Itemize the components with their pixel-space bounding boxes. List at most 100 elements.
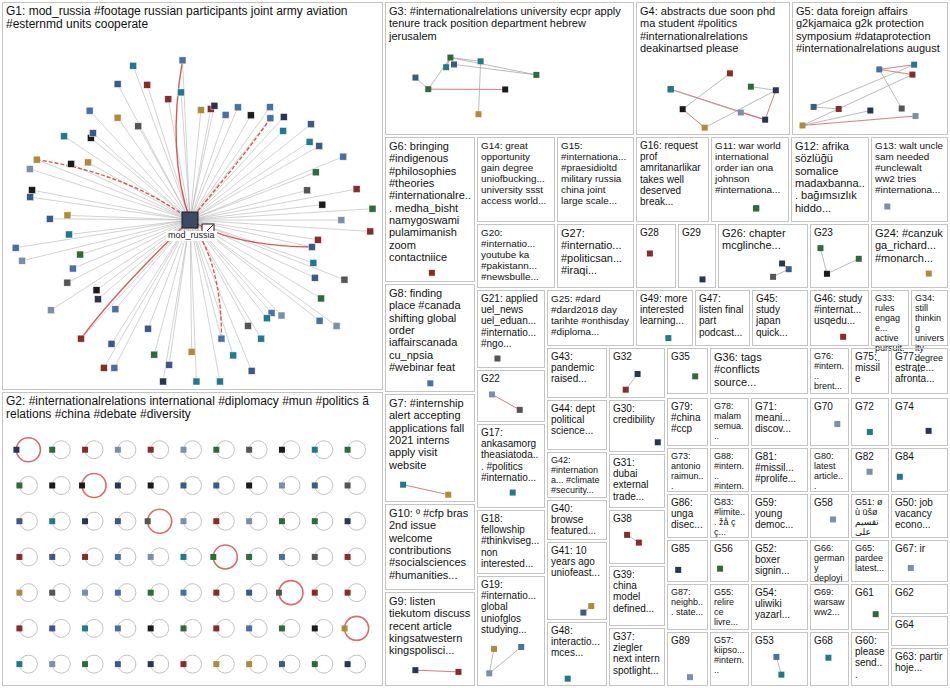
graph-vertex bbox=[47, 307, 54, 314]
group-title: G47: listen final part podcast... bbox=[696, 291, 749, 340]
graph-vertex bbox=[412, 667, 418, 673]
graph-vertex bbox=[353, 186, 360, 193]
graph-vertex bbox=[312, 518, 318, 524]
group-box: G66: germany deployi... bbox=[810, 540, 849, 582]
graph-edge bbox=[168, 99, 190, 220]
graph-vertex bbox=[318, 295, 325, 302]
group-title: G32 bbox=[610, 349, 664, 364]
graph-vertex bbox=[267, 115, 274, 122]
graph-vertex bbox=[668, 86, 674, 92]
graph-edge bbox=[181, 92, 190, 220]
graph-vertex bbox=[635, 371, 641, 377]
group-title: G22 bbox=[478, 371, 544, 386]
graph-vertex bbox=[675, 567, 681, 573]
graph-edge bbox=[118, 84, 190, 220]
group-box: G19: #internatio... global uniofglos stu… bbox=[477, 576, 545, 686]
graph-vertex bbox=[486, 670, 492, 676]
group-title: G14: great opportunity gain degree uniof… bbox=[478, 138, 554, 209]
group-box: G55: relire ce livre... bbox=[710, 584, 749, 630]
group-title: G45: study japan quick... bbox=[753, 291, 807, 340]
graph-vertex bbox=[16, 554, 22, 560]
group-title: G35 bbox=[668, 349, 707, 364]
graph-vertex bbox=[517, 407, 523, 413]
group-title: G7: #internship alert accepting applicat… bbox=[386, 395, 474, 473]
graph-vertex bbox=[213, 590, 219, 596]
graph-vertex bbox=[624, 532, 630, 538]
graph-vertex bbox=[778, 672, 784, 678]
graph-edge bbox=[705, 90, 776, 127]
graph-vertex bbox=[623, 387, 629, 393]
group-box: G25: #dard #dard2018 day tarihte #onthis… bbox=[547, 290, 634, 346]
group-box: G78: malam semua... bbox=[710, 398, 749, 446]
group-box: G14: great opportunity gain degree uniof… bbox=[477, 137, 555, 222]
graph-vertex bbox=[312, 625, 318, 631]
group-title: G29 bbox=[679, 225, 715, 240]
group-title: G74 bbox=[892, 399, 947, 414]
graph-vertex bbox=[16, 518, 22, 524]
graph-vertex bbox=[897, 474, 903, 480]
graph-vertex bbox=[443, 64, 449, 70]
graph-vertex bbox=[753, 205, 759, 211]
group-title: G58 bbox=[811, 495, 848, 510]
group-box: G77: estrate... afronta... bbox=[891, 348, 948, 394]
graph-vertex bbox=[311, 274, 318, 281]
graph-edge bbox=[190, 146, 319, 220]
group-title: G60: please send... bbox=[852, 633, 888, 682]
group-box: G38 bbox=[609, 510, 665, 564]
group-title: G79: #china #ccp bbox=[668, 399, 707, 437]
graph-vertex bbox=[114, 81, 121, 88]
graph-vertex bbox=[148, 554, 154, 560]
graph-vertex bbox=[455, 669, 461, 675]
graph-vertex bbox=[266, 104, 273, 111]
hub-vertex bbox=[182, 212, 198, 228]
graph-vertex bbox=[908, 565, 914, 571]
graph-vertex bbox=[181, 661, 187, 667]
group-box: G81: #missil... #prolife... bbox=[751, 448, 808, 492]
graph-vertex bbox=[246, 661, 252, 667]
group-title: G62 bbox=[892, 585, 947, 600]
graph-vertex bbox=[312, 590, 318, 596]
graph-vertex bbox=[867, 108, 873, 114]
graph-vertex bbox=[786, 266, 792, 272]
graph-vertex bbox=[494, 356, 500, 362]
group-box: G72 bbox=[851, 398, 889, 446]
graph-vertex bbox=[211, 102, 218, 109]
graph-edge bbox=[190, 205, 322, 220]
graph-edge bbox=[190, 190, 307, 220]
graph-vertex bbox=[100, 364, 107, 371]
group-title: G36: tags #conflicts source... bbox=[711, 349, 807, 390]
graph-vertex bbox=[425, 86, 431, 92]
graph-vertex bbox=[345, 447, 351, 453]
group-title: G68 bbox=[811, 633, 848, 648]
graph-vertex bbox=[345, 554, 351, 560]
group-box: G9: listen tiekutom discuss recent artic… bbox=[385, 592, 475, 686]
graph-vertex bbox=[825, 655, 831, 661]
group-box: G20: #internatio... youtube ka #pakistan… bbox=[477, 224, 555, 288]
graph-vertex bbox=[151, 351, 158, 358]
graph-vertex bbox=[475, 111, 481, 117]
graph-vertex bbox=[218, 335, 225, 342]
graph-vertex bbox=[16, 482, 22, 488]
group-title: G38 bbox=[610, 511, 664, 526]
group-title: G18: fellowship #thinkviseg... non inter… bbox=[478, 511, 544, 571]
graph-vertex bbox=[655, 439, 661, 445]
group-box: G16: request prof amritanarlikar takes w… bbox=[636, 137, 709, 222]
graph-vertex bbox=[836, 106, 842, 112]
group-title: G24: #canzuk ga_richard... #monarch... bbox=[872, 225, 947, 266]
graph-edge-red bbox=[190, 118, 270, 220]
graph-vertex bbox=[400, 482, 406, 488]
group-title: G15: #internationa... #praesidioltd mili… bbox=[558, 138, 633, 209]
graph-edge bbox=[489, 649, 494, 673]
group-box: G75: missile bbox=[851, 348, 889, 394]
graph-vertex bbox=[49, 590, 55, 596]
group-box: G79: #china #ccp bbox=[667, 398, 708, 446]
graph-vertex bbox=[445, 492, 451, 498]
graph-vertex bbox=[188, 348, 195, 355]
group-title: G72 bbox=[852, 399, 888, 414]
group-title: G5: data foreign affairs g2kjamaica g2k … bbox=[793, 3, 947, 56]
group-box: G52: boxer signin... bbox=[751, 540, 808, 582]
graph-vertex bbox=[824, 271, 830, 277]
graph-vertex bbox=[279, 554, 285, 560]
graph-vertex bbox=[115, 518, 121, 524]
